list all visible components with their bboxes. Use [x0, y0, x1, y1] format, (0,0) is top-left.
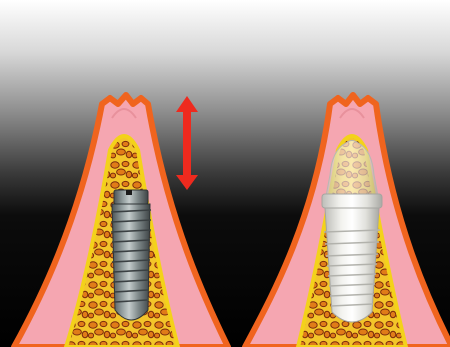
- titanium-implant: [111, 190, 151, 320]
- zirconia-implant: [322, 141, 382, 323]
